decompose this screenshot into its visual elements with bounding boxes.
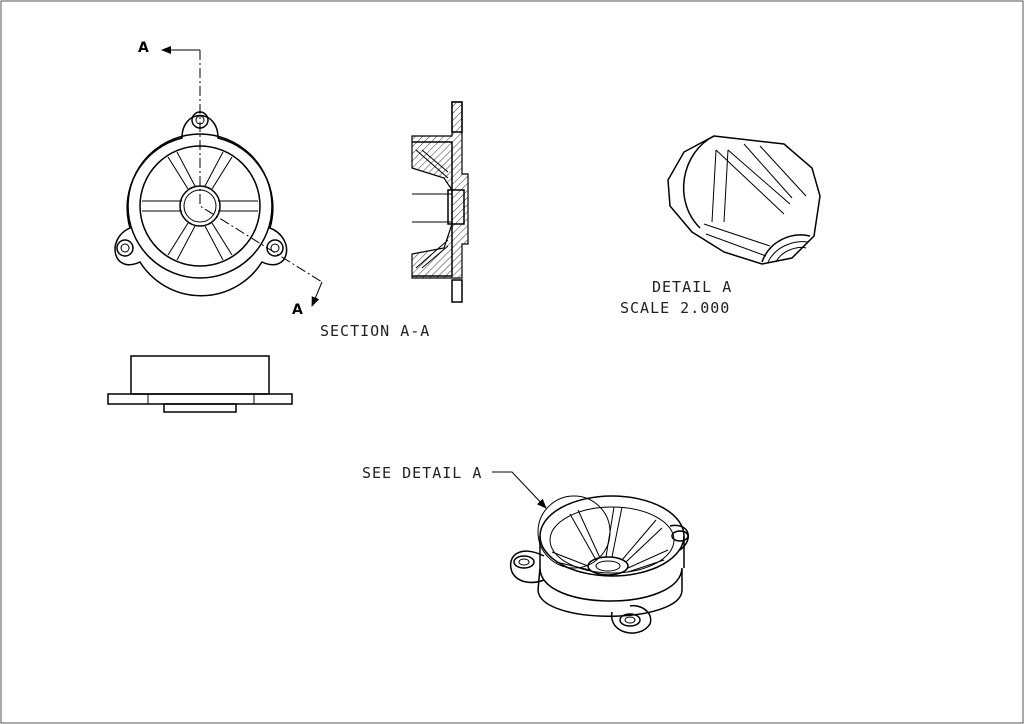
detail-view	[667, 135, 821, 265]
side-view	[107, 355, 293, 413]
front-view	[114, 46, 323, 307]
cut-label-start: A	[138, 40, 149, 56]
see-detail-label: SEE DETAIL A	[362, 464, 482, 482]
isometric-view	[509, 495, 690, 634]
detail-scale: SCALE 2.000	[620, 299, 730, 317]
detail-title: DETAIL A	[652, 278, 732, 296]
section-label: SECTION A-A	[320, 322, 430, 340]
detail-leader	[492, 471, 547, 509]
section-view	[411, 101, 469, 303]
cut-label-end: A	[292, 302, 303, 318]
